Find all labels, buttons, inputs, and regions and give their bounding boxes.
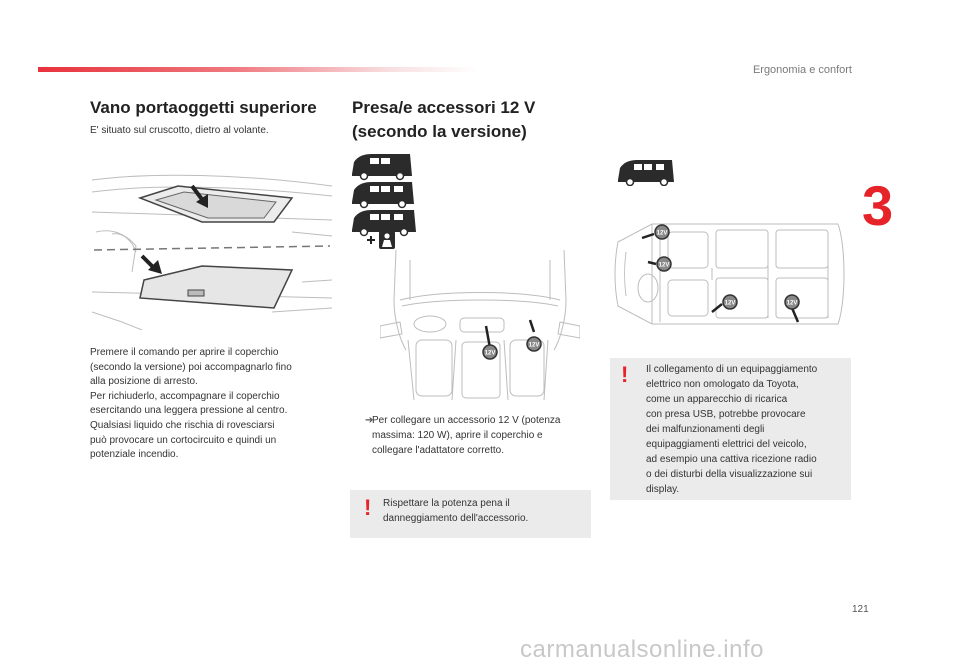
socket-label-second-row: 12V: [725, 301, 736, 307]
bullet-arrow-icon: ➔: [365, 415, 374, 426]
header-accent-bar: [38, 67, 478, 72]
vehicle-top-view-illustration: 12V 12V 12V 12V: [614, 223, 845, 325]
socket-label-front-right: 12V: [529, 343, 540, 349]
section-title: Ergonomia e confort: [752, 64, 852, 76]
socket-instruction: ➔ Per collegare un accessorio 12 V (pote…: [365, 415, 561, 456]
socket-label-console: 12V: [659, 263, 670, 269]
warning-exclamation-icon: !: [364, 495, 372, 520]
watermark: carmanualsonline.info: [520, 636, 764, 663]
chapter-number: 3: [862, 174, 894, 237]
front-cabin-socket-illustration: 12V 12V: [380, 250, 580, 400]
non-approved-equipment-warning-box: ! Il collegamento di un equipaggiamento …: [610, 358, 851, 500]
warning-exclamation-icon: !: [621, 362, 629, 387]
glovebox-subtitle: E' situato sul cruscotto, dietro al vola…: [90, 125, 269, 136]
socket-label-dashboard: 12V: [657, 231, 668, 237]
socket-label-third-row: 12V: [787, 301, 798, 307]
power-warning-box: ! Rispettare la potenza pena il danneggi…: [350, 490, 591, 538]
plus-child-seat-icon: [367, 231, 395, 249]
van-versions-icon: [352, 154, 416, 237]
van-version-icon: [618, 160, 674, 186]
upper-storage-illustration: [92, 174, 332, 330]
glovebox-instructions: Premere il comando per aprire il coperch…: [90, 347, 292, 461]
socket-label-front-left: 12V: [485, 351, 496, 357]
accessory-socket-heading: Presa/e accessori 12 V (secondo la versi…: [352, 98, 536, 141]
page-number: 121: [852, 604, 869, 615]
glovebox-heading: Vano portaoggetti superiore: [90, 98, 317, 117]
